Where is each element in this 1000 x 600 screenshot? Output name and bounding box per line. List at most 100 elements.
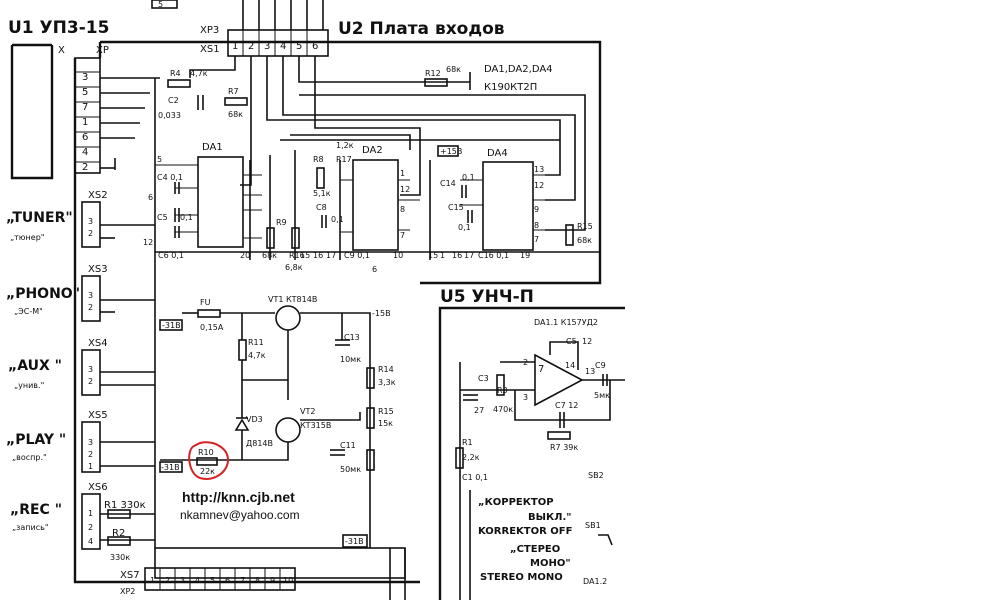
svg-text:13: 13: [585, 367, 595, 376]
svg-text:7: 7: [240, 576, 245, 585]
svg-text:6: 6: [148, 193, 153, 202]
svg-text:4: 4: [280, 41, 286, 52]
svg-text:3: 3: [264, 41, 270, 52]
svg-text:68к: 68к: [228, 110, 243, 119]
svg-text:3: 3: [82, 72, 88, 83]
svg-text:12: 12: [582, 337, 592, 346]
power-supply-block: -31В FU 0,15А VT1 КТ814В R11 4,7к C13 10…: [154, 78, 406, 600]
svg-text:DA4: DA4: [487, 148, 508, 159]
svg-text:4,7к: 4,7к: [190, 69, 208, 78]
resistor-r16: R16 6,8к: [285, 227, 305, 272]
svg-text:17: 17: [464, 251, 474, 260]
svg-text:10: 10: [283, 576, 293, 585]
board-u2: U2 Плата входов 5: [73, 0, 602, 584]
svg-text:9: 9: [270, 576, 275, 585]
transistor-vt1: [275, 305, 301, 331]
svg-text:C4 0,1: C4 0,1: [157, 173, 183, 182]
u5-da1-2: DA1.2: [583, 577, 607, 586]
svg-text:„унив.": „унив.": [14, 381, 44, 390]
svg-text:22к: 22к: [200, 467, 215, 476]
svg-text:МОНО": МОНО": [530, 558, 571, 569]
svg-text:12: 12: [400, 185, 410, 194]
svg-text:2: 2: [248, 41, 254, 52]
svg-text:R10: R10: [198, 448, 214, 457]
u1-xp-label: XP: [96, 45, 109, 56]
label-m31-b: -31В: [161, 463, 180, 472]
svg-text:ВЫКЛ.": ВЫКЛ.": [528, 512, 571, 523]
svg-text:20: 20: [240, 251, 250, 260]
svg-text:R1: R1: [462, 438, 473, 447]
schematic-canvas: U1 УП3-15 X XP 3 5 7 1 6 4 2: [6, 0, 625, 600]
svg-text:R9: R9: [276, 218, 287, 227]
svg-text:4,7к: 4,7к: [248, 351, 266, 360]
svg-text:C14: C14: [440, 179, 456, 188]
resistor-r10-highlighted: R10 22к: [188, 441, 230, 480]
switch-sb2: SB2: [588, 471, 604, 480]
label-m31-a: -31В: [162, 321, 181, 330]
svg-text:„AUX ": „AUX ": [8, 358, 62, 374]
board-u2-title: U2 Плата входов: [338, 19, 505, 39]
svg-text:5: 5: [158, 0, 163, 9]
resistor-r15-pot: [366, 407, 375, 429]
resistor-r4: R4 4,7к: [167, 69, 208, 88]
u5-capacitor-c1: C1 0,1: [462, 473, 488, 482]
connector-xs6: XS6 „REC " „запись" 1 2 4: [10, 482, 155, 550]
capacitor-c11: C11 50мк: [330, 441, 361, 474]
svg-text:0,1: 0,1: [180, 213, 193, 222]
resistor-r11: [238, 339, 247, 361]
svg-text:16: 16: [452, 251, 462, 260]
svg-text:2: 2: [88, 229, 93, 238]
svg-text:6: 6: [225, 576, 230, 585]
svg-text:1,2к: 1,2к: [336, 141, 354, 150]
svg-text:8: 8: [400, 205, 405, 214]
svg-text:„TUNER": „TUNER": [6, 210, 73, 226]
capacitor-c2: C2 0,033: [158, 95, 204, 120]
svg-text:R7 39к: R7 39к: [550, 443, 578, 452]
svg-text:STEREO MONO: STEREO MONO: [480, 572, 563, 583]
svg-text:0,1: 0,1: [331, 215, 344, 224]
svg-text:7: 7: [82, 102, 88, 113]
u5-capacitor-c5: C5 12: [566, 337, 592, 346]
svg-text:68к: 68к: [577, 236, 592, 245]
svg-text:19: 19: [520, 251, 530, 260]
svg-text:4: 4: [88, 537, 93, 546]
svg-text:17: 17: [326, 251, 336, 260]
svg-text:2: 2: [82, 162, 88, 173]
label-m31-c: -31В: [345, 537, 364, 546]
svg-text:10: 10: [393, 251, 403, 260]
corrector-switch-labels: „КОРРЕКТОР ВЫКЛ." KORREKTOR OFF „СТЕРЕО …: [478, 497, 572, 583]
svg-text:7: 7: [534, 235, 539, 244]
svg-text:27: 27: [474, 406, 484, 415]
resistor-r7: R7 68к: [224, 87, 248, 119]
connector-xs4: XS4 „AUX " „унив." 3 2: [8, 338, 155, 396]
svg-text:R12: R12: [425, 69, 441, 78]
svg-text:5: 5: [296, 41, 302, 52]
svg-text:„тюнер": „тюнер": [10, 233, 44, 242]
svg-text:R4: R4: [170, 69, 181, 78]
svg-text:14: 14: [565, 361, 575, 370]
svg-text:6: 6: [82, 132, 88, 143]
svg-text:68к: 68к: [446, 65, 461, 74]
board-u1: U1 УП3-15 X XP 3 5 7 1 6 4 2: [8, 18, 160, 180]
svg-text:68к: 68к: [262, 251, 277, 260]
svg-text:7: 7: [538, 364, 544, 375]
svg-text:VT2: VT2: [300, 407, 315, 416]
svg-text:VD3: VD3: [246, 415, 263, 424]
svg-text:1: 1: [400, 169, 405, 178]
highlight-circle: [188, 441, 230, 480]
chip-da2: DA2 1 12 8 7 15 16 17 10: [300, 145, 420, 260]
svg-text:R8: R8: [313, 155, 324, 164]
u2-top-right-edge: [228, 40, 602, 285]
svg-text:12: 12: [534, 181, 544, 190]
u5-capacitor-c9: C9 5мк: [594, 361, 610, 400]
svg-text:R1 330к: R1 330к: [104, 500, 146, 511]
svg-text:5,1к: 5,1к: [313, 189, 331, 198]
svg-text:DA1: DA1: [202, 142, 223, 153]
footer-url[interactable]: http://knn.cjb.net: [182, 489, 295, 505]
footer-email[interactable]: nkamnev@yahoo.com: [180, 508, 300, 522]
svg-text:XS2: XS2: [88, 190, 108, 201]
svg-text:2: 2: [88, 303, 93, 312]
svg-text:C8: C8: [316, 203, 327, 212]
svg-text:R17: R17: [336, 155, 352, 164]
resistor-r12: R12 68к: [424, 65, 461, 87]
